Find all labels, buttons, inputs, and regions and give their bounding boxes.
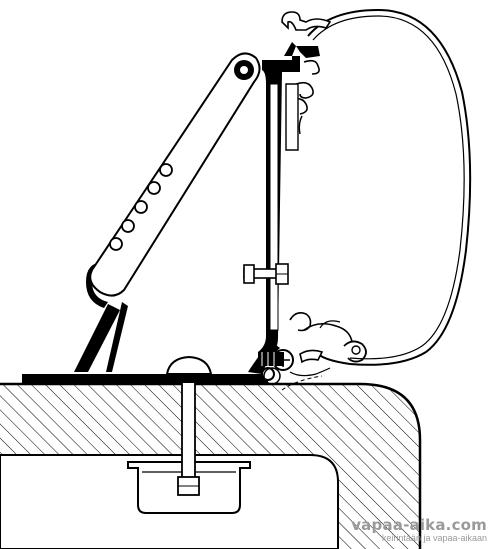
awning-case — [281, 8, 472, 391]
bolt-nut — [243, 263, 289, 285]
bracket-lower-bolt — [258, 349, 331, 385]
watermark-brand: vapaa-aika.com — [351, 516, 487, 534]
support-arm — [89, 52, 261, 297]
watermark-tagline: keirintään ja vapaa-aikaan — [381, 533, 487, 543]
base-foot — [22, 262, 280, 383]
watermark: vapaa-aika.com keirintään ja vapaa-aikaa… — [351, 518, 487, 543]
through-bolt — [165, 355, 213, 496]
